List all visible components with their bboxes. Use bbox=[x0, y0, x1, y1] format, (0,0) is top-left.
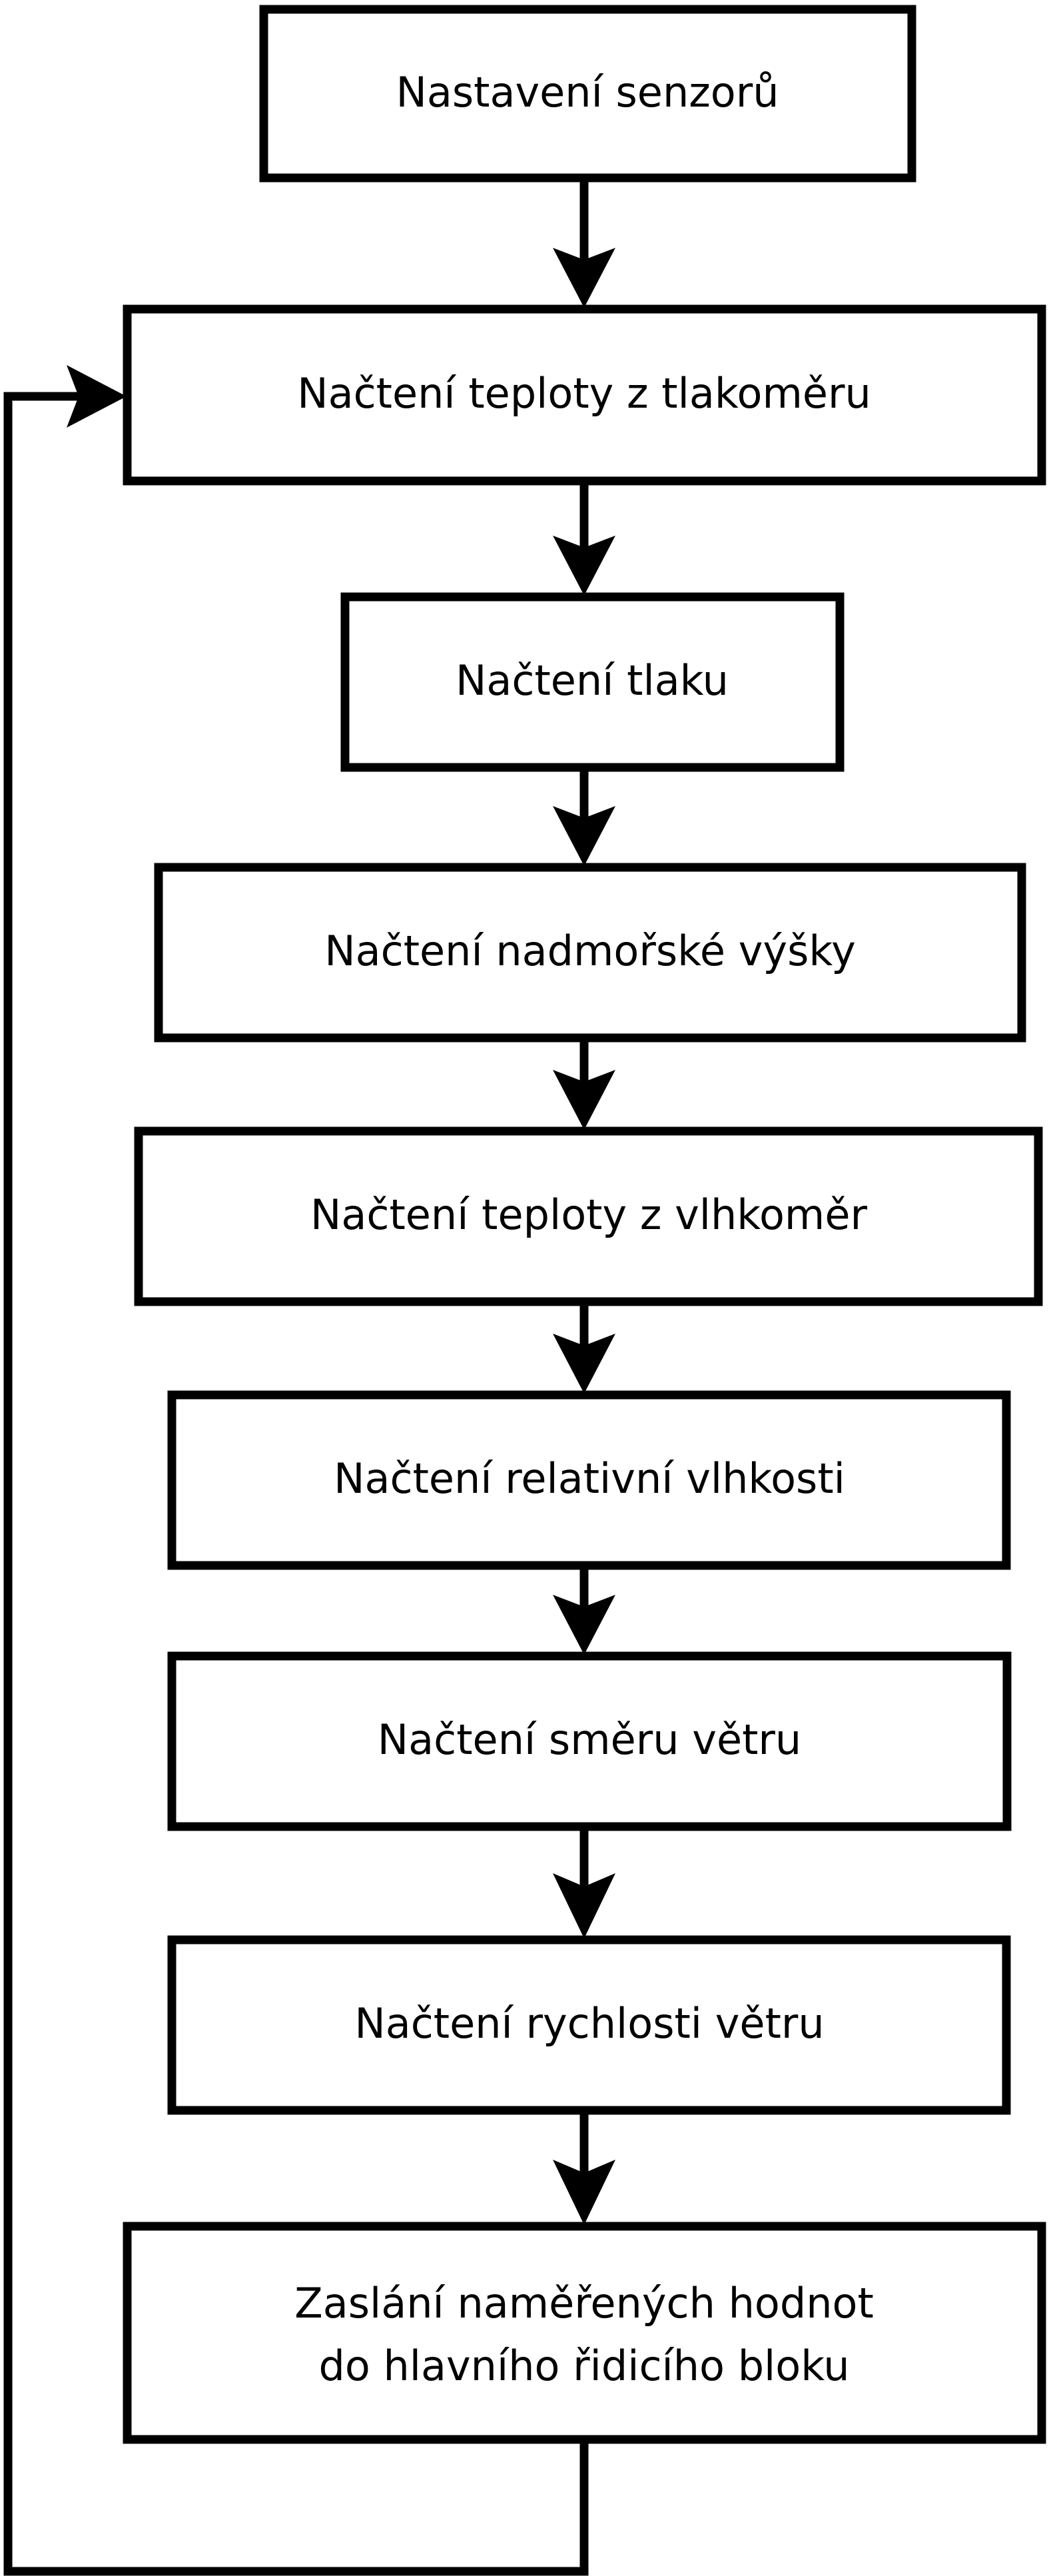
node-nacteni-smeru-vetru-label: Načtení směru větru bbox=[378, 1715, 801, 1764]
arrow-node7-to-node8-head bbox=[553, 1873, 615, 1938]
node-nacteni-nadmorske-vysky[interactable]: Načtení nadmořské výšky bbox=[154, 863, 1026, 1043]
node-nacteni-relativni-vlhkosti-box[interactable] bbox=[167, 1390, 1011, 1570]
node-zaslani-namerenych-hodnot-label-line1: Zaslání naměřených hodnot bbox=[294, 2279, 874, 2328]
node-nacteni-relativni-vlhkosti[interactable]: Načtení relativní vlhkosti bbox=[167, 1390, 1011, 1570]
arrow-node4-to-node5-head bbox=[553, 1070, 615, 1130]
node-nacteni-relativni-vlhkosti-label: Načtení relativní vlhkosti bbox=[334, 1454, 845, 1503]
node-nacteni-rychlosti-vetru-label: Načtení rychlosti větru bbox=[354, 1999, 824, 2048]
node-nacteni-tlaku[interactable]: Načtení tlaku bbox=[340, 592, 845, 772]
arrow-node3-to-node4 bbox=[553, 771, 615, 866]
feedback-loop-arrowhead bbox=[67, 365, 127, 428]
arrow-node2-to-node3-head bbox=[553, 536, 615, 596]
node-nastaveni-senzoru-box[interactable] bbox=[259, 5, 916, 183]
arrow-node7-to-node8 bbox=[553, 1831, 615, 1938]
arrow-node8-to-node9-head bbox=[553, 2160, 615, 2225]
node-nacteni-tlaku-box[interactable] bbox=[340, 592, 845, 772]
node-nacteni-rychlosti-vetru-box[interactable] bbox=[167, 1935, 1011, 2115]
node-nacteni-tlaku-label: Načtení tlaku bbox=[456, 656, 729, 705]
node-nacteni-smeru-vetru-box[interactable] bbox=[167, 1651, 1012, 1831]
arrow-node1-to-node2 bbox=[553, 182, 615, 308]
node-nacteni-teploty-z-vlhkomer[interactable]: Načtení teploty z vlhkoměr bbox=[134, 1126, 1043, 1306]
arrow-node4-to-node5 bbox=[553, 1042, 615, 1130]
arrow-node2-to-node3 bbox=[553, 485, 615, 596]
arrow-node5-to-node6 bbox=[553, 1306, 615, 1394]
arrow-node1-to-node2-head bbox=[553, 248, 615, 308]
arrow-node6-to-node7-head bbox=[553, 1595, 615, 1655]
node-nastaveni-senzoru[interactable]: Nastavení senzorů bbox=[259, 5, 916, 183]
arrow-node6-to-node7 bbox=[553, 1569, 615, 1655]
arrow-node8-to-node9 bbox=[553, 2114, 615, 2225]
node-zaslani-namerenych-hodnot-box[interactable] bbox=[123, 2222, 1046, 2444]
node-nacteni-rychlosti-vetru[interactable]: Načtení rychlosti větru bbox=[167, 1935, 1011, 2115]
feedback-loop-node9-to-node2 bbox=[3, 365, 589, 2576]
node-nacteni-teploty-z-vlhkomer-label: Načtení teploty z vlhkoměr bbox=[310, 1190, 867, 1239]
feedback-loop-path bbox=[3, 392, 589, 2576]
node-nacteni-nadmorske-vysky-box[interactable] bbox=[154, 863, 1026, 1043]
arrow-node5-to-node6-head bbox=[553, 1334, 615, 1394]
arrow-node3-to-node4-head bbox=[553, 806, 615, 866]
node-nacteni-teploty-z-vlhkomer-box[interactable] bbox=[134, 1126, 1043, 1306]
node-nastaveni-senzoru-label: Nastavení senzorů bbox=[396, 68, 779, 117]
node-nacteni-teploty-z-tlakomeru-box[interactable] bbox=[123, 304, 1046, 486]
node-nacteni-nadmorske-vysky-label: Načtení nadmořské výšky bbox=[324, 927, 856, 975]
node-nacteni-smeru-vetru[interactable]: Načtení směru větru bbox=[167, 1651, 1012, 1831]
node-nacteni-teploty-z-tlakomeru-label: Načtení teploty z tlakoměru bbox=[297, 369, 871, 418]
node-zaslani-namerenych-hodnot-label-line2: do hlavního řidicího bloku bbox=[318, 2342, 849, 2390]
node-nacteni-teploty-z-tlakomeru[interactable]: Načtení teploty z tlakoměru bbox=[123, 304, 1046, 486]
node-zaslani-namerenych-hodnot[interactable]: Zaslání naměřených hodnot do hlavního ři… bbox=[123, 2222, 1046, 2444]
